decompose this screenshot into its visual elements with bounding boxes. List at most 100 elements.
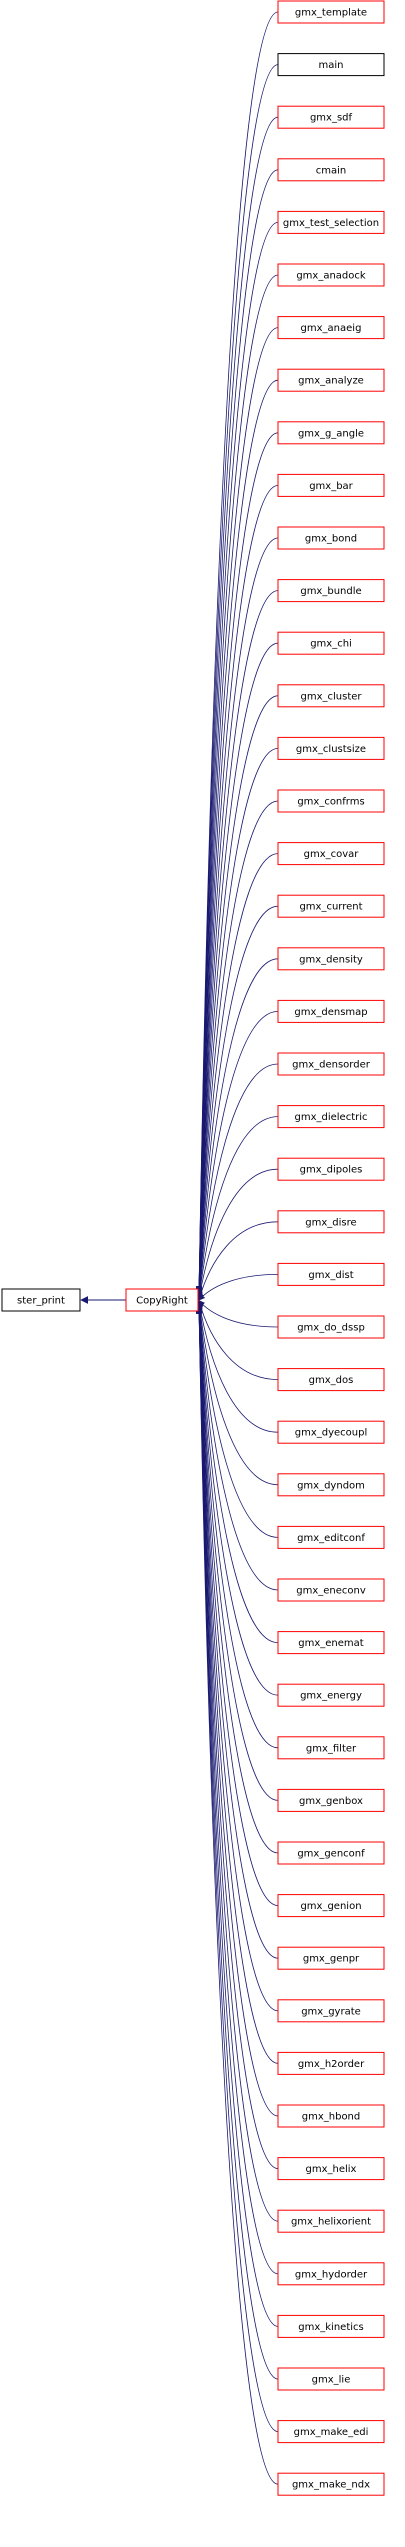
edge-caller-to-hub [195, 537, 279, 1296]
caller-node-box [277, 789, 385, 813]
caller-node-box [277, 2209, 385, 2233]
caller-node[interactable]: gmx_make_ndx [277, 2472, 385, 2496]
caller-node[interactable]: gmx_eneconv [277, 1578, 385, 1602]
caller-node[interactable]: gmx_sdf [277, 105, 385, 129]
caller-node[interactable]: gmx_genconf [277, 1841, 385, 1865]
caller-node[interactable]: gmx_energy [277, 1683, 385, 1707]
caller-node[interactable]: gmx_hydorder [277, 2262, 385, 2286]
caller-node[interactable]: gmx_h2order [277, 2051, 385, 2075]
caller-node[interactable]: gmx_cluster [277, 684, 385, 708]
caller-node-label: gmx_anadock [296, 271, 366, 282]
caller-node[interactable]: gmx_lie [277, 2367, 385, 2391]
caller-node-box [277, 0, 385, 24]
caller-node-box [277, 1473, 385, 1497]
caller-node[interactable]: main [277, 53, 385, 77]
edge-caller-to-hub [196, 958, 279, 1299]
caller-node-label: gmx_genbox [299, 1796, 363, 1807]
caller-node-box [277, 1157, 385, 1181]
caller-node-box [277, 631, 385, 655]
caller-node[interactable]: gmx_helix [277, 2157, 385, 2181]
caller-node-label: gmx_template [295, 8, 367, 19]
caller-node-box [277, 684, 385, 708]
caller-node[interactable]: gmx_make_edi [277, 2420, 385, 2444]
edge-caller-to-hub [196, 1303, 279, 1801]
caller-node[interactable]: gmx_test_selection [277, 210, 385, 234]
caller-node[interactable]: gmx_helixorient [277, 2209, 385, 2233]
caller-node[interactable]: gmx_disre [277, 1210, 385, 1234]
caller-node[interactable]: gmx_g_angle [277, 421, 385, 445]
caller-node-label: gmx_bundle [300, 586, 361, 597]
caller-node-box [277, 1841, 385, 1865]
caller-node-box [277, 421, 385, 445]
edge-caller-to-hub [195, 1306, 279, 2275]
caller-node[interactable]: gmx_bond [277, 526, 385, 550]
caller-node[interactable]: gmx_clustsize [277, 736, 385, 760]
caller-node-box [277, 736, 385, 760]
caller-node[interactable]: gmx_enemat [277, 1631, 385, 1655]
caller-node[interactable]: gmx_dielectric [277, 1105, 385, 1129]
caller-node-box [277, 210, 385, 234]
caller-node-box [277, 1052, 385, 1076]
caller-node[interactable]: gmx_dipoles [277, 1157, 385, 1181]
edge-caller-to-hub [196, 1303, 279, 1906]
caller-node[interactable]: gmx_genbox [277, 1788, 385, 1812]
caller-node[interactable]: gmx_densmap [277, 999, 385, 1023]
caller-node-box [277, 526, 385, 550]
hub-node[interactable]: CopyRight [125, 1288, 199, 1312]
caller-node[interactable]: gmx_editconf [277, 1525, 385, 1549]
caller-node-label: gmx_dipoles [300, 1165, 363, 1176]
root-node-label: ster_print [17, 1296, 65, 1307]
edge-caller-to-hub [195, 116, 279, 1294]
caller-node-box [277, 53, 385, 77]
edge-caller-to-hub [196, 1301, 279, 1538]
caller-node-label: gmx_filter [306, 1743, 357, 1754]
caller-node[interactable]: gmx_chi [277, 631, 385, 655]
edge-caller-to-hub [195, 222, 279, 1294]
caller-node[interactable]: cmain [277, 158, 385, 182]
caller-node-label: gmx_bar [309, 481, 353, 492]
caller-node[interactable]: gmx_dos [277, 1368, 385, 1392]
caller-node[interactable]: gmx_gyrate [277, 1999, 385, 2023]
caller-node-label: gmx_dyndom [297, 1480, 365, 1491]
caller-node-label: gmx_test_selection [283, 218, 379, 229]
caller-node-box [277, 368, 385, 392]
caller-node[interactable]: gmx_genpr [277, 1946, 385, 1970]
caller-node-box [277, 1315, 385, 1339]
caller-node-label: gmx_sdf [310, 113, 353, 124]
caller-node[interactable]: gmx_analyze [277, 368, 385, 392]
caller-node-label: gmx_helix [306, 2164, 357, 2175]
caller-node[interactable]: gmx_anadock [277, 263, 385, 287]
edge-caller-to-hub [196, 853, 279, 1299]
caller-node[interactable]: gmx_anaeig [277, 316, 385, 340]
caller-node[interactable]: gmx_dyecoupl [277, 1420, 385, 1444]
caller-node[interactable]: gmx_template [277, 0, 385, 24]
caller-node[interactable]: gmx_do_dssp [277, 1315, 385, 1339]
caller-node[interactable]: gmx_dyndom [277, 1473, 385, 1497]
caller-node-label: gmx_dist [308, 1270, 353, 1281]
caller-node[interactable]: gmx_bar [277, 473, 385, 497]
caller-node[interactable]: gmx_densorder [277, 1052, 385, 1076]
caller-node[interactable]: gmx_hbond [277, 2104, 385, 2128]
caller-node-box [277, 999, 385, 1023]
caller-node-label: gmx_density [299, 954, 363, 965]
caller-node-box [277, 2262, 385, 2286]
caller-node-label: gmx_h2order [298, 2059, 365, 2070]
root-node[interactable]: ster_print [1, 1288, 81, 1312]
edge-caller-to-hub [195, 590, 279, 1297]
caller-node[interactable]: gmx_confrms [277, 789, 385, 813]
caller-node-box [277, 1210, 385, 1234]
caller-node[interactable]: gmx_density [277, 947, 385, 971]
caller-node[interactable]: gmx_genion [277, 1894, 385, 1918]
caller-node[interactable]: gmx_dist [277, 1262, 385, 1286]
caller-node[interactable]: gmx_current [277, 894, 385, 918]
caller-node-box [277, 158, 385, 182]
caller-node[interactable]: gmx_covar [277, 842, 385, 866]
caller-node[interactable]: gmx_filter [277, 1736, 385, 1760]
caller-node-label: gmx_dos [309, 1375, 354, 1386]
edge-caller-to-hub [195, 1306, 279, 2380]
caller-node[interactable]: gmx_bundle [277, 579, 385, 603]
edge-caller-to-hub [198, 1300, 279, 1328]
caller-node-label: gmx_editconf [297, 1533, 365, 1544]
caller-node[interactable]: gmx_kinetics [277, 2314, 385, 2338]
